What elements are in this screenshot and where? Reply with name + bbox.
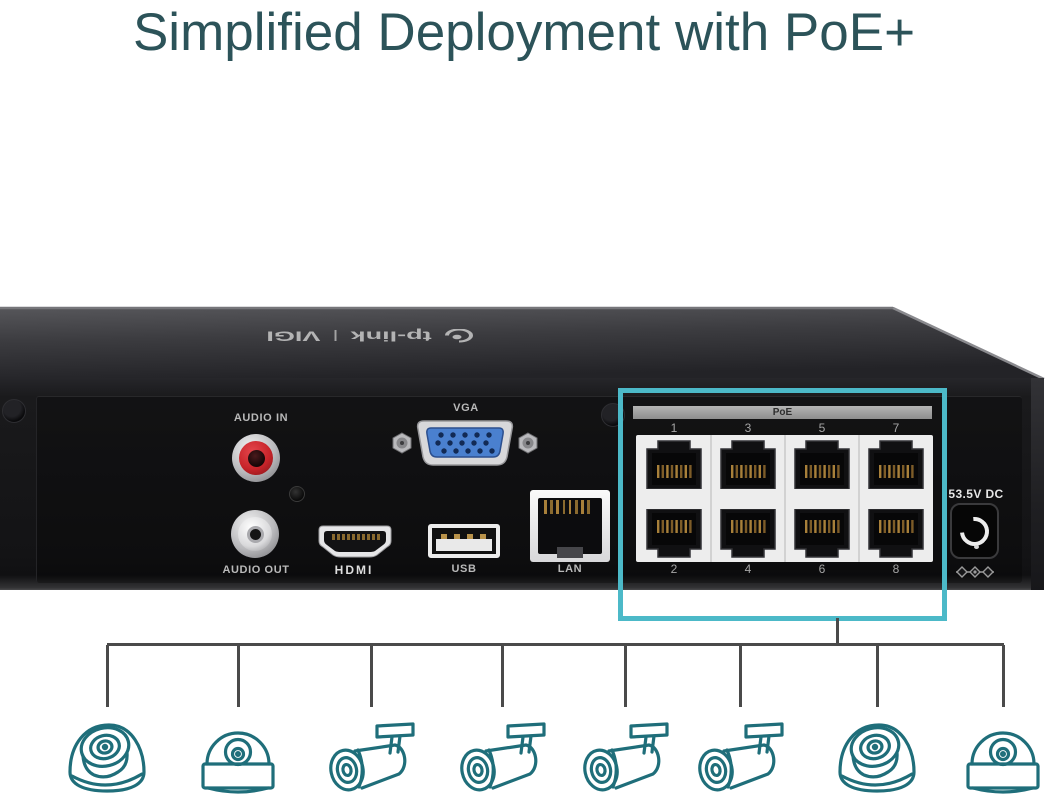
tree-drop-line	[105, 645, 109, 707]
poe-port-5-icon	[791, 437, 853, 494]
poe-port-divider	[784, 435, 786, 562]
poe-port-number: 7	[892, 421, 900, 435]
nvr-right-side-face	[1031, 378, 1044, 590]
vga-screw-right-icon	[518, 432, 538, 454]
logo-brand: tp-link	[350, 328, 432, 344]
poe-highlight-box	[618, 388, 947, 621]
turret-camera-icon	[65, 712, 149, 798]
hdmi-label: HDMI	[334, 563, 374, 577]
poe-port-divider	[710, 435, 712, 562]
vga-port-icon	[392, 420, 538, 466]
poe-port-3-icon	[717, 437, 779, 494]
bullet-camera-icon	[456, 722, 548, 798]
poe-port-number: 6	[818, 562, 826, 576]
hdmi-port-icon	[318, 525, 392, 558]
tree-drop-line	[236, 645, 240, 707]
dc-power-jack-icon	[950, 503, 999, 559]
tp-link-emblem-icon	[444, 329, 473, 343]
poe-port-7-icon	[865, 437, 927, 494]
poe-port-2-icon	[643, 508, 705, 566]
dc-power-label: 53.5V DC	[948, 487, 1004, 501]
lan-label: LAN	[557, 563, 583, 575]
turret-camera-icon	[835, 712, 919, 798]
polarity-symbol-icon	[956, 566, 994, 578]
poe-port-number: 3	[744, 421, 752, 435]
tp-link-vigi-logo: tp-link | VIGI	[185, 327, 555, 345]
tree-drop-line	[738, 645, 742, 707]
tree-drop-line	[369, 645, 373, 707]
poe-port-number: 1	[670, 421, 678, 435]
tree-horizontal-line	[107, 643, 1004, 646]
logo-product: VIGI	[266, 328, 321, 344]
poe-port-8-icon	[865, 508, 927, 566]
bullet-camera-icon	[694, 722, 786, 798]
small-screw-icon	[289, 486, 305, 502]
poe-port-number: 8	[892, 562, 900, 576]
bullet-camera-icon	[579, 722, 671, 798]
logo-separator: |	[332, 329, 339, 344]
page-title: Simplified Deployment with PoE+	[132, 3, 916, 62]
dome-camera-icon	[199, 726, 277, 796]
lan-port-icon	[530, 490, 610, 562]
poe-port-number: 2	[670, 562, 678, 576]
audio-in-rca-jack-icon	[232, 434, 280, 482]
usb-label: USB	[451, 563, 477, 575]
audio-in-label: AUDIO IN	[233, 412, 289, 424]
panel-screw-icon	[2, 399, 26, 423]
tree-drop-line	[500, 645, 504, 707]
vga-screw-left-icon	[392, 432, 412, 454]
poe-port-1-icon	[643, 437, 705, 494]
dome-camera-icon	[964, 726, 1042, 796]
poe-port-4-icon	[717, 508, 779, 566]
poe-section-bar: PoE	[633, 406, 932, 419]
bullet-camera-icon	[325, 722, 417, 798]
poe-port-6-icon	[791, 508, 853, 566]
poe-box-connector-line	[836, 618, 839, 645]
tree-drop-line	[623, 645, 627, 707]
audio-out-rca-jack-icon	[231, 510, 279, 558]
audio-out-label: AUDIO OUT	[222, 564, 290, 576]
poe-port-divider	[858, 435, 860, 562]
poe-port-number: 4	[744, 562, 752, 576]
nvr-top-surface	[0, 306, 1045, 380]
poe-port-number: 5	[818, 421, 826, 435]
vga-label: VGA	[453, 402, 479, 414]
usb-port-icon	[428, 524, 500, 558]
tree-drop-line	[1001, 645, 1005, 707]
tree-drop-line	[875, 645, 879, 707]
